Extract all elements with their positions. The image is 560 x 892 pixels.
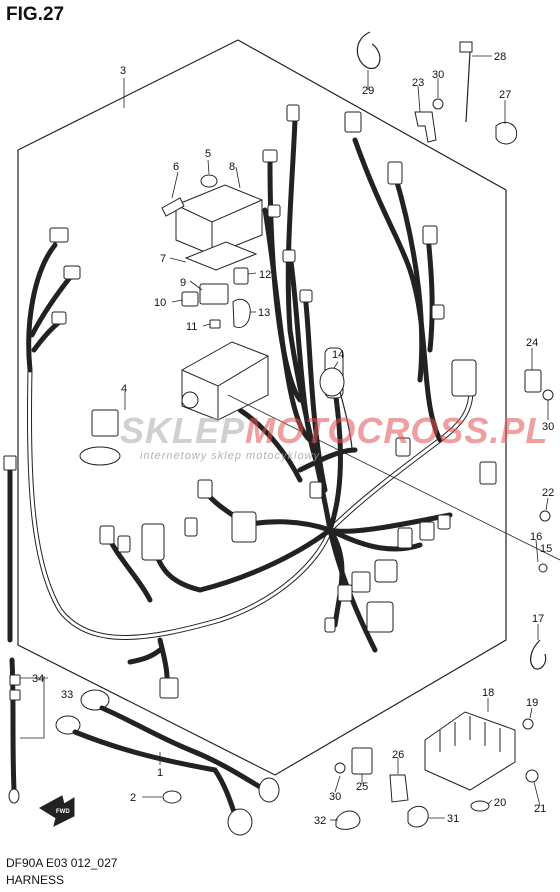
callout-5: 5 (205, 148, 211, 160)
nut-part-19 (522, 718, 534, 730)
relay-part-12 (233, 267, 249, 285)
callout-7: 7 (160, 253, 166, 265)
callout-4: 4 (121, 383, 127, 395)
clamp-part-27 (495, 122, 518, 145)
washer-part-15 (538, 563, 548, 573)
bolt-part-22 (539, 510, 551, 522)
callout-33: 33 (61, 689, 73, 701)
fwd-arrow: FWD (39, 795, 75, 827)
callout-20: 20 (494, 797, 506, 809)
watermark-brand-part2: MOTOCROSS.PL (245, 410, 549, 451)
callout-10: 10 (154, 297, 166, 309)
watermark-leader (227, 394, 560, 561)
callout-numbers: 3 5 6 8 7 9 10 11 12 13 4 14 29 28 23 30… (32, 51, 554, 827)
callout-32: 32 (314, 815, 326, 827)
callout-34: 34 (32, 673, 44, 685)
cap-part-5 (200, 174, 218, 188)
relay-part-9 (199, 283, 229, 305)
callout-22: 22 (542, 487, 554, 499)
callout-12: 12 (259, 269, 271, 281)
bracket-part-18 (424, 711, 516, 791)
callout-27: 27 (499, 89, 511, 101)
bracket-part-23 (414, 111, 437, 143)
fwd-label: FWD (56, 809, 70, 815)
callout-24: 24 (526, 337, 538, 349)
callout-29: 29 (362, 85, 374, 97)
bracket-part-24 (524, 369, 542, 393)
clamp-part-32 (335, 810, 361, 830)
callout-31: 31 (447, 813, 459, 825)
plate-part-25 (351, 747, 373, 775)
rectifier-part-4 (79, 409, 121, 466)
callout-6: 6 (173, 161, 179, 173)
callout-21: 21 (534, 803, 546, 815)
leader-lines (20, 55, 549, 821)
callout-30-right: 30 (542, 421, 554, 433)
grommet-part-20 (470, 800, 490, 812)
fuse-part-11 (209, 319, 221, 329)
ground-wire-part-33 (8, 657, 21, 804)
fuse-clip-part-6 (161, 197, 185, 217)
figure-title: FIG.27 (6, 4, 65, 25)
junction-box-part-8 (175, 184, 263, 271)
assembly-boundary (17, 39, 507, 776)
callout-15: 15 (540, 543, 552, 555)
watermark-tagline: internetowy sklep motocyklowy (140, 450, 321, 462)
bolt-part-30-right (542, 389, 554, 401)
watermark-brand: SKLEPMOTOCROSS.PL (120, 410, 548, 452)
bolt-part-30-top (432, 98, 444, 110)
ecm-box (181, 341, 269, 421)
band-part-29 (356, 31, 381, 70)
callout-18: 18 (482, 687, 494, 699)
watermark-brand-part1: SKLEP (120, 410, 246, 451)
callout-14: 14 (332, 349, 344, 361)
callout-30-bottom: 30 (329, 791, 341, 803)
clamp-part-17 (530, 639, 547, 670)
callout-13: 13 (258, 307, 270, 319)
fuse-cover-part-13 (232, 298, 251, 328)
callout-19: 19 (526, 697, 538, 709)
tie-part-28 (465, 51, 471, 123)
callout-8: 8 (229, 161, 235, 173)
battery-cable-part-1 (55, 689, 280, 836)
callout-28: 28 (494, 51, 506, 63)
sensor-part-14 (319, 367, 353, 449)
callout-17: 17 (532, 613, 544, 625)
callout-23: 23 (412, 77, 424, 89)
callout-2: 2 (130, 792, 136, 804)
diagram-caption: HARNESS (6, 873, 65, 887)
clamp-part-31 (407, 805, 429, 828)
callout-30-top: 30 (432, 69, 444, 81)
callout-11: 11 (186, 321, 197, 333)
tie-head-part-28 (459, 41, 473, 53)
clip-part-10 (181, 291, 199, 307)
callout-3: 3 (120, 65, 126, 77)
callout-25: 25 (356, 781, 368, 793)
bolt-part-21 (525, 769, 539, 783)
callout-1: 1 (157, 767, 163, 779)
callout-16: 16 (530, 531, 542, 543)
callout-9: 9 (180, 277, 186, 289)
wire-part-left-long (3, 455, 17, 643)
model-code: DF90A E03 012_027 (6, 856, 118, 870)
callout-26: 26 (392, 749, 404, 761)
nut-part-2 (162, 790, 182, 804)
clip-part-26 (389, 774, 409, 803)
bolt-part-30-bottom (334, 762, 346, 774)
harness-connectors (49, 104, 497, 699)
